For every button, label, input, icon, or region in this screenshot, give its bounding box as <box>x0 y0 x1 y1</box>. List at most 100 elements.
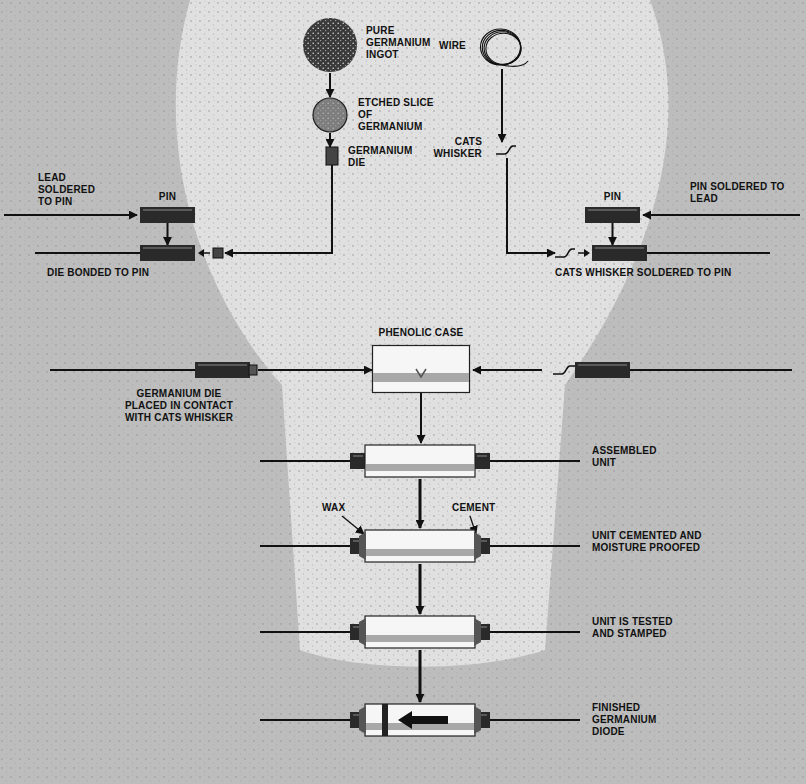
case-mark <box>416 369 426 377</box>
lead-wire <box>490 631 580 633</box>
pin-highlight <box>143 248 192 249</box>
move-arrowhead <box>198 249 204 257</box>
whisker-on-pin: CATS WHISKER SOLDERED TO PIN <box>555 245 770 261</box>
lead-wire <box>630 369 792 371</box>
flow-arrow <box>329 73 331 97</box>
body-shading <box>366 464 474 471</box>
die-shape <box>213 248 223 258</box>
lead-wire <box>260 460 350 462</box>
move-arrowhead <box>584 249 590 257</box>
cats-whisker <box>555 249 575 257</box>
slice-texture <box>315 100 345 130</box>
flow-arrow <box>501 69 503 142</box>
flow-arrow <box>419 650 422 702</box>
step-label: UNIT IS TESTED AND STAMPED <box>592 616 697 640</box>
pin: PIN <box>140 207 195 223</box>
lead-note: PIN SOLDERED TO LEAD <box>690 181 786 205</box>
germanium-die-drawing <box>326 147 338 165</box>
leader-line <box>342 516 364 534</box>
wire-coil: WIRE <box>480 25 524 69</box>
step-label: WIRE <box>439 40 466 52</box>
phenolic-case-drawing <box>372 345 470 393</box>
germanium-ingot: PURE GERMANIUM INGOT <box>302 17 358 73</box>
lead-note: LEAD SOLDERED TO PIN <box>38 172 102 208</box>
cats-whisker-drawing <box>490 142 524 158</box>
pin-highlight <box>477 456 487 457</box>
flow-arrow <box>225 165 332 253</box>
pin-drawing <box>585 207 640 223</box>
step-label: FINISHED GERMANIUM DIODE <box>592 702 672 738</box>
pin-highlight <box>578 365 627 366</box>
phenolic-body <box>365 530 475 562</box>
phenolic-body <box>365 704 475 736</box>
cathode-band <box>382 704 388 736</box>
cats-whisker <box>496 146 516 154</box>
flow-arrow <box>167 223 169 245</box>
lead-wire <box>260 631 350 633</box>
die-shape <box>326 147 338 165</box>
lead-wire <box>647 252 770 254</box>
whisker-on-pin-drawing <box>555 245 770 261</box>
assembly-arrow <box>473 369 542 371</box>
germanium-die: GERMANIUM DIE <box>326 147 338 165</box>
flow-arrow <box>420 393 422 443</box>
wire-coil <box>484 32 521 65</box>
tested-unit-drawing <box>260 614 580 650</box>
germanium-slice: ETCHED SLICE OF GERMANIUM <box>312 97 348 133</box>
lead-to-right-pin <box>643 215 800 216</box>
lead-wire <box>35 252 140 254</box>
finished-diode: FINISHED GERMANIUM DIODE <box>260 702 580 738</box>
lead-wire <box>490 460 580 462</box>
step-label: GERMANIUM DIE <box>348 145 420 169</box>
assembled-unit: ASSEMBLED UNIT <box>260 443 580 479</box>
step-label: GERMANIUM DIE PLACED IN CONTACT WITH CAT… <box>118 388 240 424</box>
wax-seal <box>359 618 366 646</box>
step-label: ETCHED SLICE OF GERMANIUM <box>358 97 436 133</box>
cats-whisker: CATS WHISKER <box>490 142 524 158</box>
pin-highlight <box>588 210 637 211</box>
phenolic-body <box>365 445 475 477</box>
body-shading <box>366 635 474 642</box>
die-pin-assembly-drawing <box>50 362 258 378</box>
right-whisker-assembly <box>473 362 792 378</box>
step-label: UNIT CEMENTED AND MOISTURE PROOFED <box>592 530 722 554</box>
step-label: PHENOLIC CASE <box>361 327 481 339</box>
flow-arrow <box>419 479 422 528</box>
step-label: PURE GERMANIUM INGOT <box>366 25 444 61</box>
flow-arrow <box>258 369 372 371</box>
pin <box>140 245 195 261</box>
body-shading <box>366 549 474 556</box>
step-label: PIN <box>585 191 640 203</box>
assembled-unit-drawing <box>260 443 580 479</box>
step-label: DIE BONDED TO PIN <box>47 267 149 279</box>
wax-seal <box>359 532 366 560</box>
lead-wire <box>50 369 195 371</box>
wire-coil <box>486 33 521 64</box>
step-label: CATS WHISKER SOLDERED TO PIN <box>555 267 731 279</box>
die-on-pin: DIE BONDED TO PIN <box>35 245 225 261</box>
phenolic-case: PHENOLIC CASE <box>372 345 470 393</box>
pin-highlight <box>353 456 363 457</box>
wire-coil <box>481 29 521 65</box>
flow-arrow <box>612 223 614 245</box>
cement-seal <box>474 532 481 560</box>
polarity-arrow <box>398 711 448 729</box>
pin <box>474 453 490 469</box>
lead-wire <box>490 719 580 721</box>
pin <box>592 245 647 261</box>
lead-wire <box>490 545 580 547</box>
lead-to-left-pin <box>4 215 137 216</box>
pin-drawing <box>140 207 195 223</box>
cement-seal <box>474 706 481 734</box>
part-name: WAX <box>322 502 345 514</box>
die-on-pin-drawing <box>35 245 225 261</box>
pin <box>350 453 366 469</box>
wax-seal <box>359 706 366 734</box>
step-label: ASSEMBLED UNIT <box>592 445 672 469</box>
wire-coil-drawing <box>480 25 524 69</box>
germanium-slice-drawing <box>312 97 348 133</box>
pin <box>575 362 630 378</box>
pin <box>585 207 640 223</box>
cemented-unit: UNIT CEMENTED AND MOISTURE PROOFED <box>260 528 580 564</box>
